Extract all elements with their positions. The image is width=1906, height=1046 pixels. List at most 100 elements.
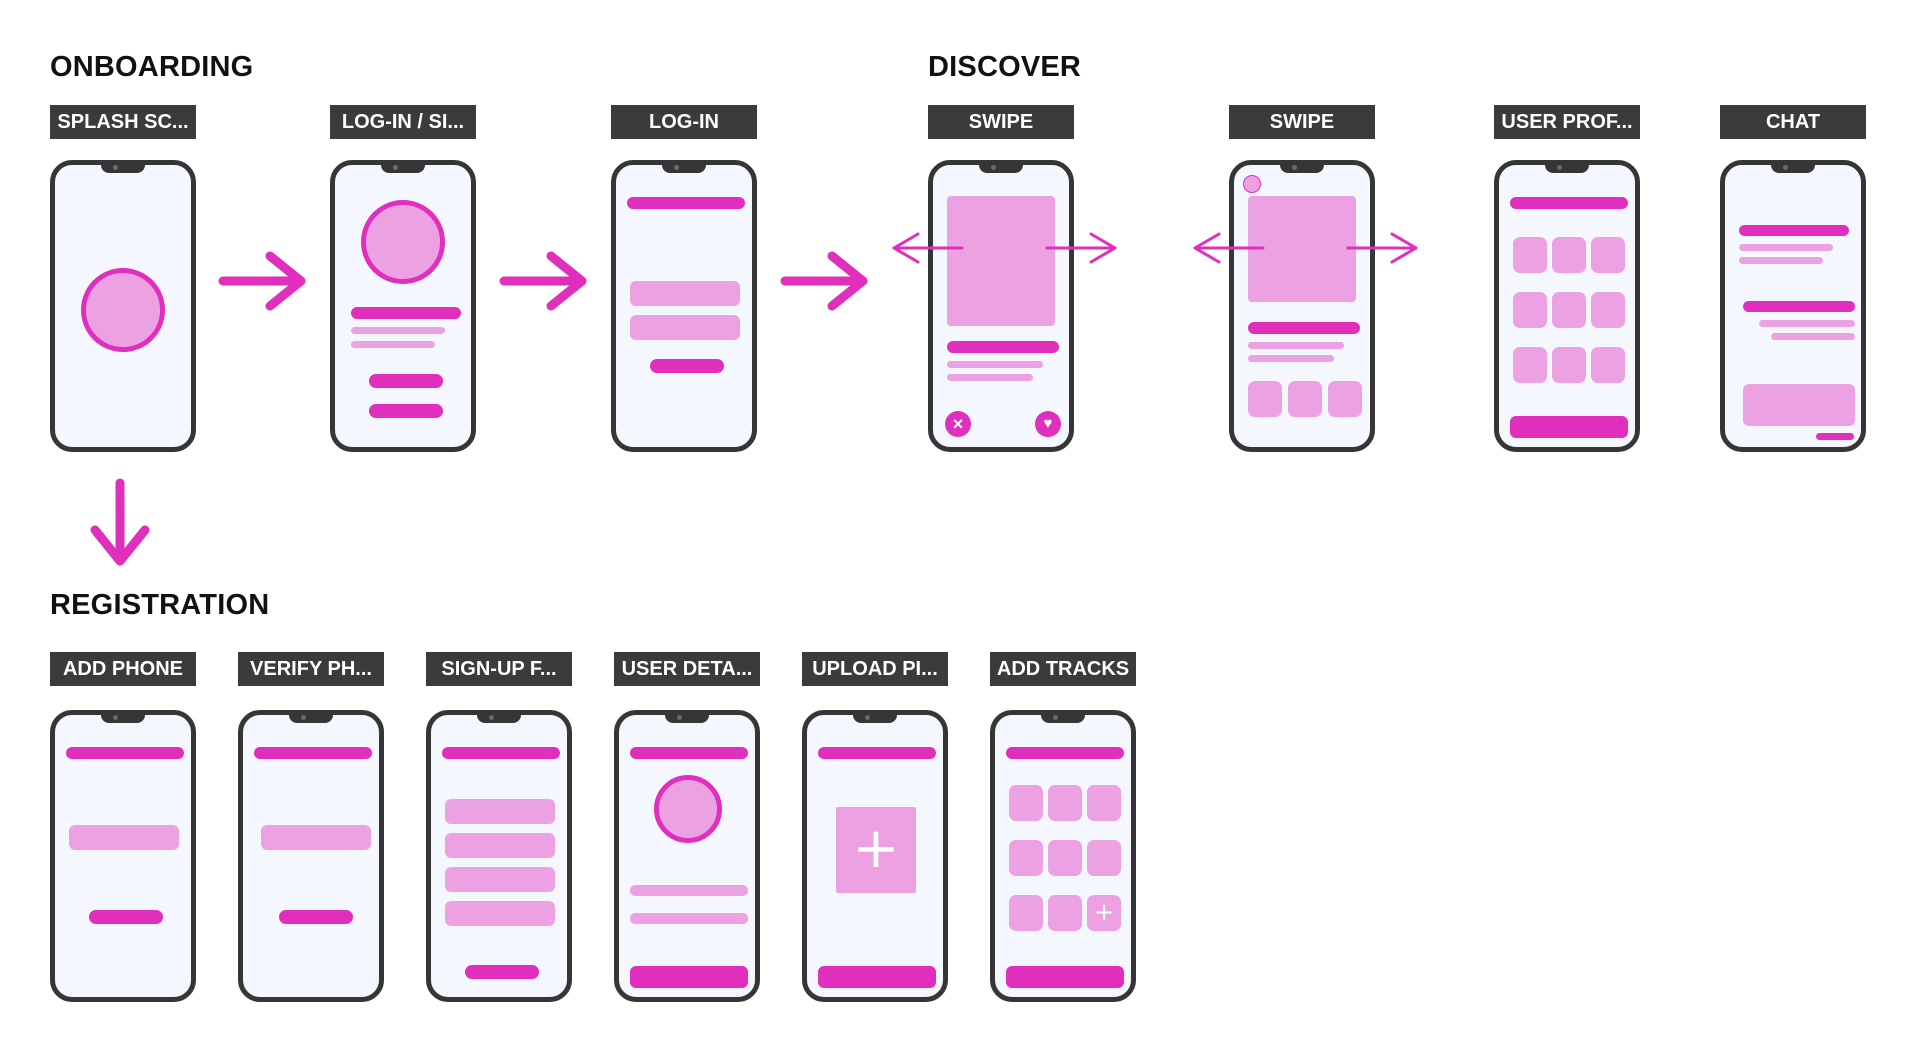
label-add-tracks: ADD TRACKS — [990, 652, 1136, 686]
text-line — [1248, 355, 1334, 362]
continue-button[interactable] — [89, 910, 163, 924]
title-bar — [351, 307, 461, 319]
track-tile[interactable] — [1009, 785, 1043, 821]
verify-button[interactable] — [279, 910, 353, 924]
profile-card-image — [1248, 196, 1356, 302]
detail-line — [630, 913, 748, 924]
phone-login — [611, 160, 757, 452]
track-tile[interactable] — [1048, 785, 1082, 821]
track-tile[interactable] — [1048, 840, 1082, 876]
phone-notch — [979, 165, 1023, 173]
label-user-details: USER DETA... — [614, 652, 760, 686]
dislike-icon[interactable]: × — [945, 411, 971, 437]
phone-notch — [381, 165, 425, 173]
phone-login-signup — [330, 160, 476, 452]
label-verify-phone: VERIFY PH... — [238, 652, 384, 686]
form-input[interactable] — [445, 867, 555, 892]
track-tile[interactable] — [1328, 381, 1362, 417]
text-line — [351, 341, 435, 348]
arrow-down-icon — [90, 478, 150, 566]
photo-tile[interactable] — [1552, 292, 1586, 328]
avatar-circle[interactable] — [654, 775, 722, 843]
like-icon[interactable]: ♥ — [1035, 411, 1061, 437]
section-title-registration: REGISTRATION — [50, 589, 270, 621]
track-tile[interactable] — [1248, 381, 1282, 417]
photo-tile[interactable] — [1591, 347, 1625, 383]
label-login-signup: LOG-IN / SI... — [330, 105, 476, 139]
reply-bar — [1743, 301, 1855, 312]
next-button[interactable] — [1006, 966, 1124, 988]
phone-notch — [101, 165, 145, 173]
track-tile[interactable] — [1009, 840, 1043, 876]
photo-tile[interactable] — [1513, 292, 1547, 328]
avatar-icon[interactable] — [1243, 175, 1261, 193]
message-line — [1739, 257, 1823, 264]
track-tile[interactable] — [1288, 381, 1322, 417]
form-input[interactable] — [445, 799, 555, 824]
login-button[interactable] — [369, 374, 443, 388]
phone-number-input[interactable] — [69, 825, 179, 850]
track-tile[interactable] — [1009, 895, 1043, 931]
label-signup-form: SIGN-UP F... — [426, 652, 572, 686]
text-line — [947, 361, 1043, 368]
label-add-phone: ADD PHONE — [50, 652, 196, 686]
header-bar — [254, 747, 372, 759]
password-input[interactable] — [630, 315, 740, 340]
phone-swipe-2 — [1229, 160, 1375, 452]
phone-notch — [289, 715, 333, 723]
section-title-discover: DISCOVER — [928, 51, 1082, 83]
reply-line — [1771, 333, 1855, 340]
phone-notch — [1771, 165, 1815, 173]
name-bar — [1248, 322, 1360, 334]
next-button[interactable] — [630, 966, 748, 988]
action-button[interactable] — [1510, 416, 1628, 438]
submit-button[interactable] — [650, 359, 724, 373]
phone-swipe-1: × ♥ — [928, 160, 1074, 452]
next-button[interactable] — [818, 966, 936, 988]
detail-line — [630, 885, 748, 896]
phone-notch — [1280, 165, 1324, 173]
phone-add-tracks: + — [990, 710, 1136, 1002]
send-button[interactable] — [1816, 433, 1854, 440]
phone-chat — [1720, 160, 1866, 452]
phone-notch — [665, 715, 709, 723]
label-splash-screen: SPLASH SC... — [50, 105, 196, 139]
signup-button[interactable] — [369, 404, 443, 418]
profile-card-image — [947, 196, 1055, 326]
logo-circle — [361, 200, 445, 284]
header-bar — [630, 747, 748, 759]
photo-tile[interactable] — [1552, 237, 1586, 273]
logo-circle — [81, 268, 165, 352]
header-bar — [1510, 197, 1628, 209]
phone-upload-pictures: + — [802, 710, 948, 1002]
add-track-plus-icon[interactable]: + — [1087, 895, 1121, 931]
text-line — [351, 327, 445, 334]
username-input[interactable] — [630, 281, 740, 306]
form-input[interactable] — [445, 901, 555, 926]
photo-tile[interactable] — [1552, 347, 1586, 383]
verification-code-input[interactable] — [261, 825, 371, 850]
form-input[interactable] — [445, 833, 555, 858]
photo-tile[interactable] — [1513, 237, 1547, 273]
section-title-onboarding: ONBOARDING — [50, 51, 254, 83]
label-upload-pictures: UPLOAD PI... — [802, 652, 948, 686]
label-chat: CHAT — [1720, 105, 1866, 139]
upload-plus-icon[interactable]: + — [836, 807, 916, 893]
phone-splash-screen — [50, 160, 196, 452]
message-bar — [1739, 225, 1849, 236]
photo-tile[interactable] — [1591, 237, 1625, 273]
photo-tile[interactable] — [1513, 347, 1547, 383]
phone-signup-form — [426, 710, 572, 1002]
phone-notch — [477, 715, 521, 723]
track-tile[interactable] — [1087, 840, 1121, 876]
reply-line — [1759, 320, 1855, 327]
track-tile[interactable] — [1087, 785, 1121, 821]
label-swipe-2: SWIPE — [1229, 105, 1375, 139]
track-tile[interactable] — [1048, 895, 1082, 931]
message-input[interactable] — [1743, 384, 1855, 426]
arrow-right-icon — [218, 251, 306, 311]
header-bar — [442, 747, 560, 759]
phone-verify-phone — [238, 710, 384, 1002]
photo-tile[interactable] — [1591, 292, 1625, 328]
submit-button[interactable] — [465, 965, 539, 979]
